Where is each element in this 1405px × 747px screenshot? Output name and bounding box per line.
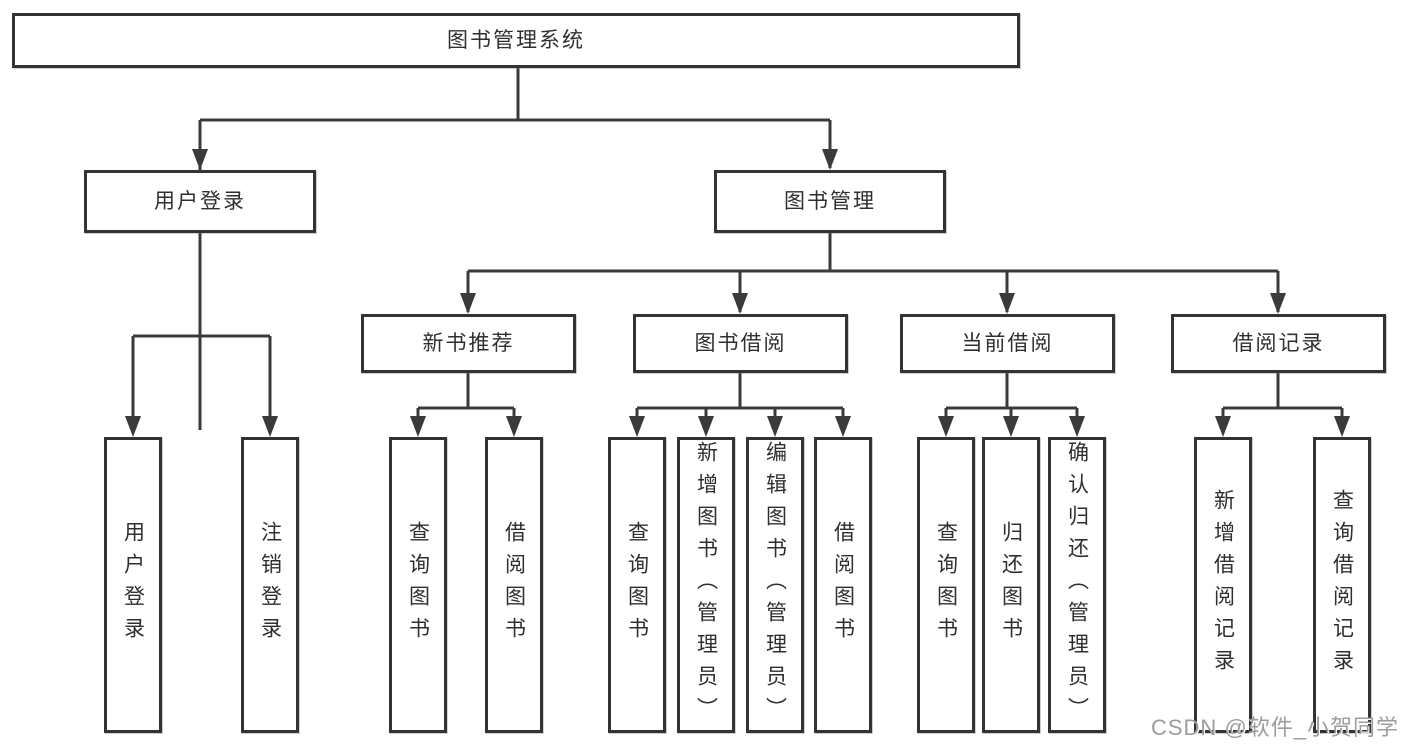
node-label: 用户登录 [121, 521, 145, 649]
node-new-book-recommend: 新书推荐 [361, 314, 576, 373]
arrowhead [192, 149, 208, 170]
node-book-management: 图书管理 [714, 170, 946, 233]
node-label: 新增借阅记录 [1211, 489, 1235, 681]
node-label: 查询图书 [406, 521, 430, 649]
node-leaf-user-login: 用户登录 [104, 437, 162, 733]
node-current-borrowing: 当前借阅 [900, 314, 1115, 373]
node-leaf-query-books-current: 查询图书 [917, 437, 975, 733]
node-label: 图书管理 [784, 190, 876, 213]
arrowhead [767, 416, 783, 437]
node-leaf-query-books-borrowing: 查询图书 [608, 437, 666, 733]
node-label: 确认归还（管理员） [1065, 441, 1089, 729]
arrowhead [1215, 416, 1231, 437]
node-label: 借阅图书 [831, 521, 855, 649]
arrowhead [938, 416, 954, 437]
node-book-borrowing: 图书借阅 [633, 314, 848, 373]
arrowhead [732, 293, 748, 314]
node-leaf-return-books: 归还图书 [982, 437, 1040, 733]
node-leaf-borrow-books: 借阅图书 [814, 437, 872, 733]
node-label: 编辑图书（管理员） [763, 441, 787, 729]
watermark-text: CSDN @软件_小贺同学 [1150, 715, 1399, 740]
node-label: 查询图书 [934, 521, 958, 649]
node-root: 图书管理系统 [12, 13, 1020, 68]
node-label: 用户登录 [154, 190, 246, 213]
node-leaf-add-books-admin: 新增图书（管理员） [677, 437, 735, 733]
node-leaf-add-borrow-record: 新增借阅记录 [1194, 437, 1252, 733]
node-leaf-borrow-books-recommend: 借阅图书 [485, 437, 543, 733]
node-leaf-confirm-return-admin: 确认归还（管理员） [1048, 437, 1106, 733]
arrowhead [629, 416, 645, 437]
node-label: 新增图书（管理员） [694, 441, 718, 729]
node-label: 当前借阅 [961, 332, 1054, 355]
connector-root-to-level2 [198, 68, 832, 430]
arrowhead [835, 416, 851, 437]
node-label: 归还图书 [999, 521, 1023, 649]
node-label: 图书借阅 [694, 332, 787, 355]
arrowhead [698, 416, 714, 437]
arrowhead [262, 416, 278, 437]
arrowhead [999, 293, 1015, 314]
node-label: 注销登录 [258, 521, 282, 649]
node-label: 图书管理系统 [447, 29, 585, 52]
node-label: 查询借阅记录 [1330, 489, 1354, 681]
arrowhead [1069, 416, 1085, 437]
node-label: 查询图书 [625, 521, 649, 649]
arrowhead [1270, 293, 1286, 314]
arrowhead [822, 149, 838, 170]
arrowhead [1003, 416, 1019, 437]
node-label: 借阅记录 [1232, 332, 1325, 355]
arrowhead [125, 416, 141, 437]
node-label: 借阅图书 [502, 521, 526, 649]
connector-borrowing-to-leaves [635, 373, 845, 433]
node-leaf-edit-books-admin: 编辑图书（管理员） [746, 437, 804, 733]
connector-records-to-leaves [1221, 373, 1344, 433]
node-leaf-logout: 注销登录 [241, 437, 299, 733]
node-label: 新书推荐 [422, 332, 515, 355]
node-user-login: 用户登录 [84, 170, 316, 233]
arrowhead [506, 416, 522, 437]
node-leaf-query-borrow-record: 查询借阅记录 [1313, 437, 1371, 733]
arrowhead [410, 416, 426, 437]
arrowhead [460, 293, 476, 314]
node-leaf-query-books-recommend: 查询图书 [389, 437, 447, 733]
connector-bookmgmt-to-level3 [466, 233, 1280, 312]
arrowhead [1334, 416, 1350, 437]
connector-userlogin-to-leaves [131, 233, 272, 433]
connector-newbooks-to-leaves [416, 373, 516, 433]
node-borrowing-records: 借阅记录 [1171, 314, 1386, 373]
